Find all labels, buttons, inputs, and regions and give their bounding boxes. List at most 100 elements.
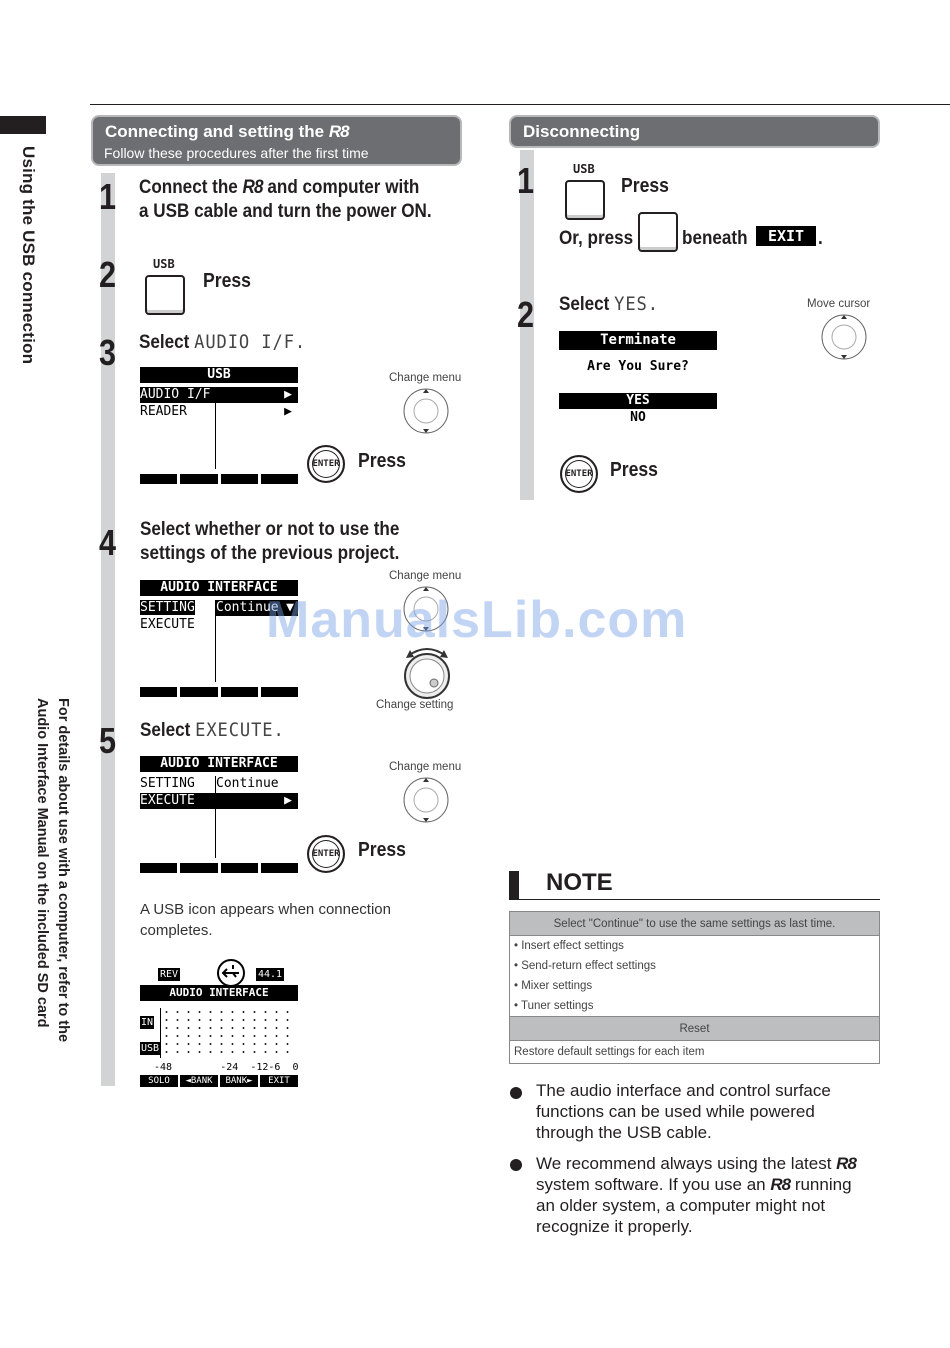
lcd-function-keys: SOLO ◄BANK BANK► EXIT [140, 1075, 298, 1087]
note-item: • Tuner settings [509, 996, 880, 1017]
or-press-label: Or, press [559, 228, 634, 249]
lcd-divider [215, 776, 216, 858]
meter-grid [160, 1008, 297, 1058]
note-item: • Mixer settings [509, 976, 880, 996]
top-rule [90, 104, 950, 105]
connect-header-sub: Follow these procedures after the first … [104, 145, 369, 161]
move-cursor-label: Move cursor [807, 298, 871, 310]
lcd-option-no: NO [630, 410, 646, 425]
usb-button[interactable] [565, 180, 605, 220]
step-number: 1 [517, 160, 535, 201]
exit-key-label: EXIT [756, 226, 816, 246]
lcd-row-selected: SETTING Continue▼ [140, 600, 298, 616]
fkey-exit: EXIT [260, 1075, 298, 1087]
lcd-row: READER▶ [140, 404, 292, 419]
watermark: ManualsLib.com [266, 591, 688, 649]
note-table-header: Reset [509, 1016, 880, 1041]
cursor-dial-icon[interactable] [402, 585, 450, 633]
note-bullet-2: We recommend always using the latest R8 … [536, 1154, 857, 1236]
beneath-label: beneath [682, 228, 748, 249]
step-number: 5 [99, 720, 117, 761]
press-label: Press [358, 839, 406, 861]
lcd-usb-menu: USB AUDIO I/F▶ READER▶ [140, 367, 298, 487]
lcd-in: IN [140, 1016, 155, 1029]
note-marker [509, 871, 519, 900]
change-setting-label: Change setting [376, 699, 454, 711]
disconnect-header-title: Disconnecting [523, 122, 641, 141]
disconnect-header: Disconnecting [511, 117, 878, 146]
lcd-title: AUDIO INTERFACE [140, 580, 298, 596]
step-number: 2 [517, 294, 535, 335]
lcd-title: AUDIO INTERFACE [140, 756, 298, 772]
bullet-icon [510, 1159, 522, 1171]
lcd-footer [140, 863, 298, 873]
lcd-row-selected: AUDIO I/F▶ [140, 387, 298, 403]
value-dial-icon[interactable] [400, 642, 454, 700]
connect-header-title: Connecting and setting the R8 [105, 122, 350, 141]
side-note-line1: For details about use with a computer, r… [55, 698, 71, 1043]
step-number: 3 [99, 332, 117, 373]
lcd-usb: USB [140, 1042, 161, 1055]
press-label: Press [358, 450, 406, 472]
lcd-rev: REV [158, 968, 181, 981]
note-table: Select "Continue" to use the same settin… [509, 911, 880, 1064]
fkey-bank-prev: ◄BANK [180, 1075, 218, 1087]
enter-icon[interactable]: ENTER [307, 445, 345, 483]
lcd-divider [215, 600, 216, 682]
change-menu-label: Change menu [389, 372, 462, 384]
lcd-terminate: Terminate Are You Sure? YES NO [559, 331, 717, 431]
usb-button[interactable] [145, 275, 185, 315]
lcd-row: EXECUTE [140, 617, 195, 632]
change-menu-label: Change menu [389, 761, 462, 773]
note-item: • Send-return effect settings [509, 956, 880, 976]
step5-text: Select EXECUTE. [140, 719, 285, 741]
function-button[interactable] [638, 212, 678, 252]
left-step-rail [101, 173, 115, 1086]
note-table-header: Select "Continue" to use the same settin… [509, 911, 880, 936]
cursor-dial-icon[interactable] [402, 387, 450, 435]
meter-scale: -48 -24 -12-6 0 [154, 1062, 299, 1073]
change-menu-label: Change menu [389, 570, 462, 582]
cursor-dial-icon[interactable] [402, 776, 450, 824]
right-step-rail [520, 150, 534, 500]
side-note-line2: Audio Interface Manual on the included S… [34, 698, 50, 1028]
fkey-solo: SOLO [140, 1075, 178, 1087]
lcd-title: Terminate [559, 331, 717, 350]
period: . [818, 228, 823, 249]
lcd-meter-screen: REV 44.1 AUDIO INTERFACE IN USB -48 -24 … [140, 958, 299, 1088]
step-number: 1 [99, 176, 117, 217]
bullet-icon [510, 1087, 522, 1099]
lcd-question: Are You Sure? [587, 359, 689, 374]
side-title: Using the USB connection [19, 146, 38, 365]
connect-header: Connecting and setting the R8 Follow the… [93, 117, 460, 164]
usb-label: USB [153, 257, 175, 271]
note-item: Restore default settings for each item [509, 1040, 880, 1064]
lcd-audio-interface: AUDIO INTERFACE SETTING Continue▼ EXECUT… [140, 580, 298, 700]
note-item: • Insert effect settings [509, 935, 880, 956]
usb-label: USB [573, 162, 595, 176]
enter-icon[interactable]: ENTER [560, 455, 598, 493]
lcd-footer [140, 474, 298, 484]
lcd-title: USB [140, 367, 298, 383]
lcd-option-yes: YES [559, 393, 717, 409]
lcd-footer [140, 687, 298, 697]
fkey-bank-next: BANK► [220, 1075, 258, 1087]
side-note: For details about use with a computer, r… [31, 698, 73, 1042]
press-label: Press [203, 270, 251, 292]
step1-text: Connect the R8 and computer with a USB c… [139, 177, 432, 222]
lcd-title: AUDIO INTERFACE [140, 985, 298, 1001]
lcd-divider [215, 387, 216, 469]
lcd-row-selected: EXECUTE▶ [140, 793, 298, 809]
cursor-dial-icon[interactable] [820, 313, 868, 361]
section-tab [0, 116, 46, 134]
note-rule [509, 899, 880, 900]
enter-icon[interactable]: ENTER [307, 835, 345, 873]
usb-connection-icon [217, 959, 245, 987]
step2-text: Select YES. [559, 293, 659, 315]
step-number: 2 [99, 254, 117, 295]
